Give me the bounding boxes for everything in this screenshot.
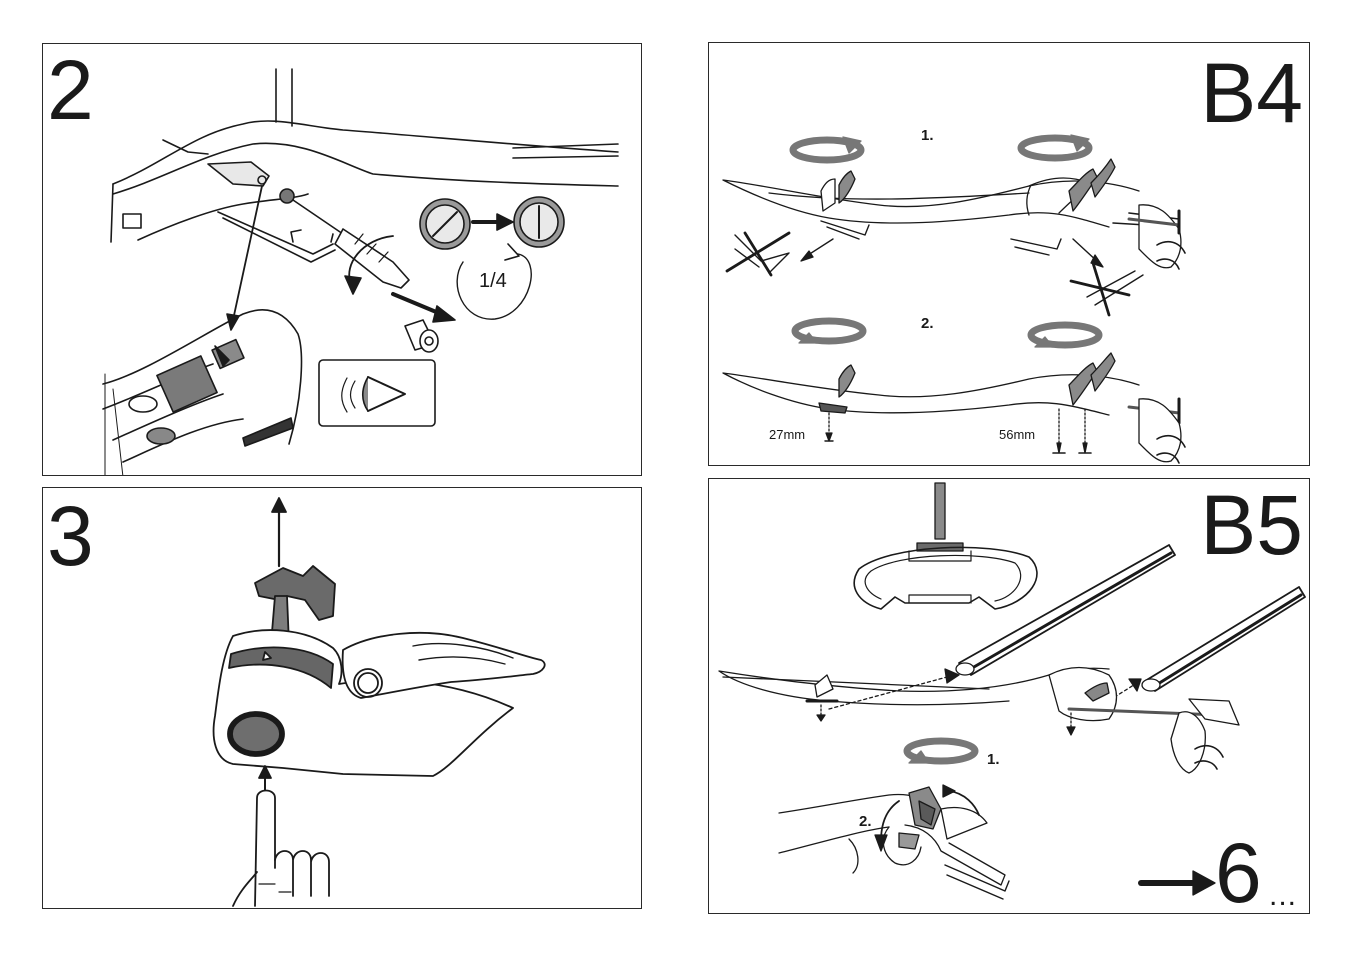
step-2-label: 2. [859, 813, 872, 830]
cross-out-icon [727, 233, 789, 275]
cross-out-icon [1071, 263, 1143, 315]
panel-step-b5: B5 [708, 478, 1310, 914]
rotate-icon [907, 741, 975, 763]
next-step-ellipsis: ... [1269, 879, 1297, 913]
panel-step-3: 3 [42, 487, 642, 909]
next-step-number: 6 [1215, 831, 1262, 914]
panel-step-b4: B4 [708, 42, 1310, 466]
rotate-cw-icon [793, 137, 861, 160]
step-1-label: 1. [987, 751, 1000, 768]
t-bolt-icon [917, 483, 963, 551]
illustration-adjust-foot [709, 43, 1310, 466]
step-1-label: 1. [921, 127, 934, 144]
rotate-ccw-icon [1031, 325, 1099, 347]
step-2-label: 2. [921, 315, 934, 332]
quarter-turn-label: 1/4 [479, 270, 507, 293]
illustration-foot-unlock [43, 44, 642, 476]
panel-step-2: 2 [42, 43, 642, 476]
rotate-ccw-icon [795, 321, 863, 343]
dimension-56mm: 56mm [999, 427, 1035, 442]
right-arrow-icon [1141, 871, 1215, 895]
dimension-27mm: 27mm [769, 427, 805, 442]
rotate-cw-icon [1021, 135, 1089, 158]
illustration-remove-key [43, 488, 642, 909]
